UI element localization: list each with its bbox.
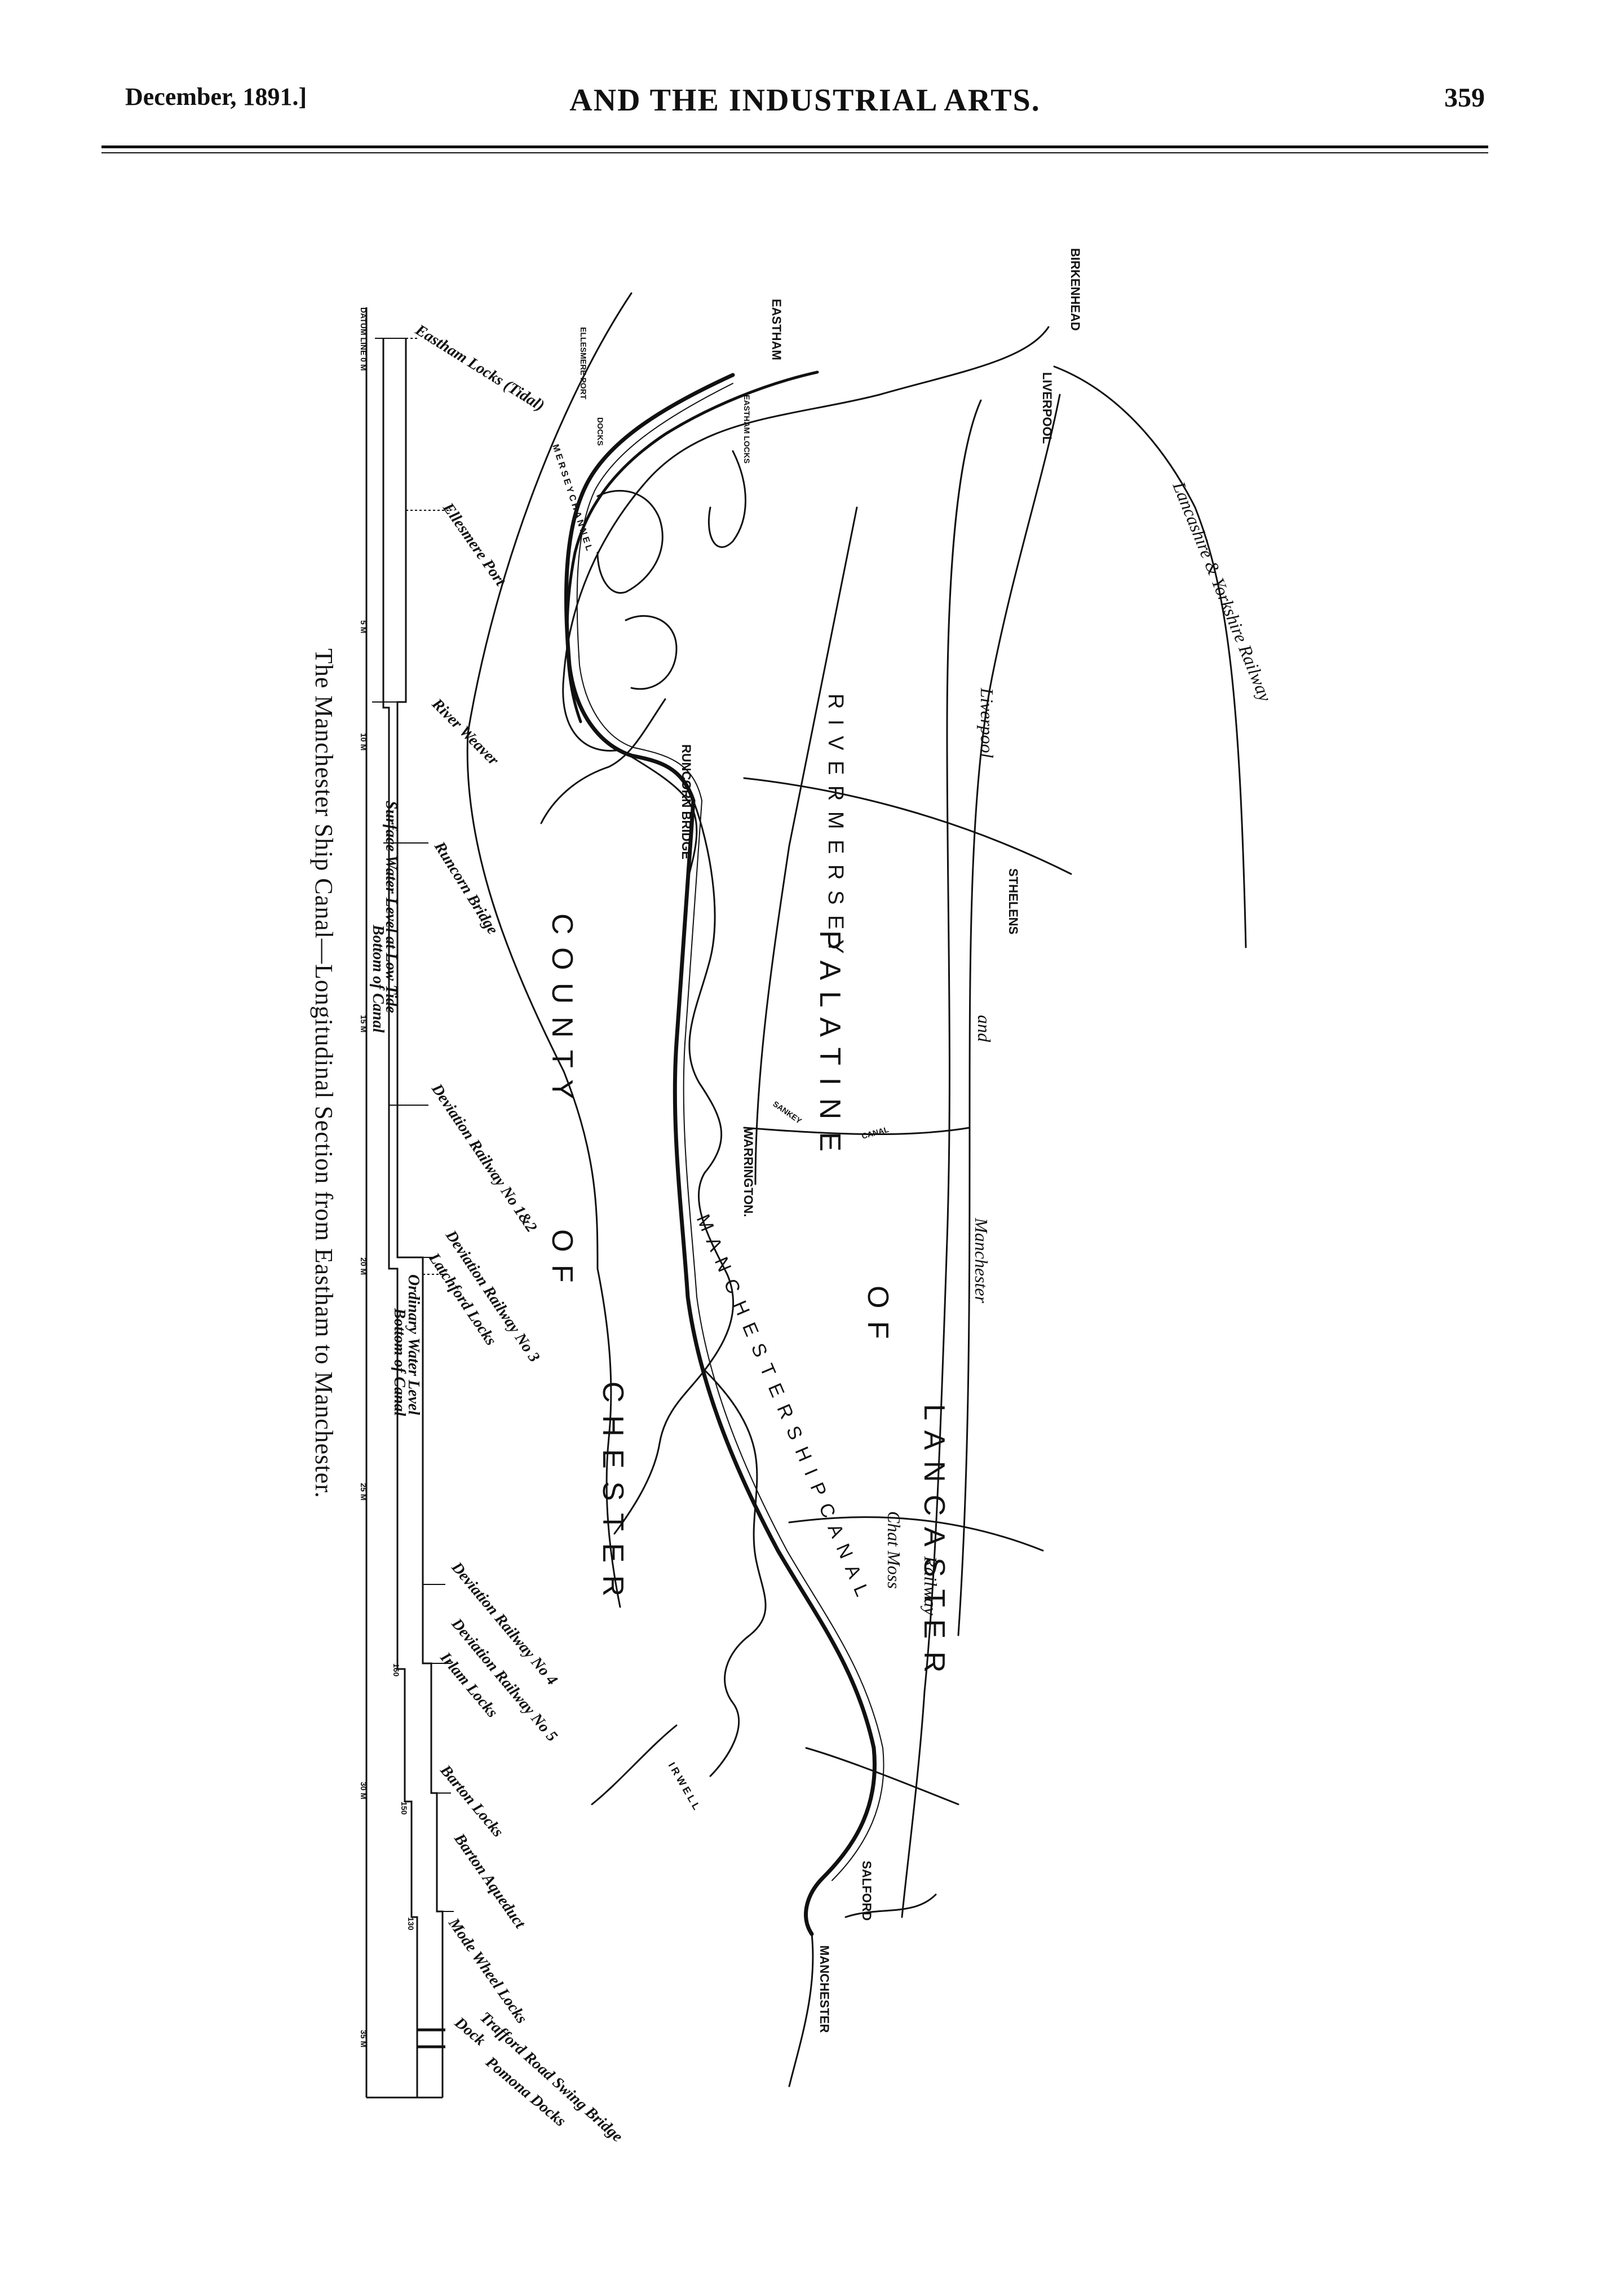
- mile-label: 5 M: [359, 620, 368, 633]
- left-boundary-line: [466, 292, 632, 1270]
- railway-chat-moss: Chat Moss: [884, 1511, 904, 1589]
- label-deviation-1-2: Deviation Railway No 1&2: [428, 1080, 541, 1235]
- label-ellesmere-port: Ellesmere Port: [439, 499, 510, 589]
- railway-word-railway: Railway: [921, 1556, 941, 1616]
- region-lancaster: L A N C A S T E R: [918, 1404, 950, 1675]
- railway-line: [805, 1747, 959, 1805]
- label-runcorn-bridge: Runcorn Bridge: [431, 838, 502, 937]
- place-eastham: EASTHAM: [769, 299, 784, 360]
- railway-line: [743, 777, 1072, 875]
- railway-word-manchester: Manchester: [971, 1217, 992, 1304]
- estuary-creek: [540, 698, 666, 824]
- river-mersey-upper: [613, 800, 735, 1535]
- label-bottom-canal-2: Bottom of Canal: [391, 1308, 408, 1416]
- region-palatine: P A L A T I N E: [813, 930, 846, 1154]
- label-barton-aqueduct: Barton Aqueduct: [450, 1830, 529, 1932]
- place-manchester: MANCHESTER: [817, 1945, 831, 2033]
- river-branch: [844, 1893, 937, 1918]
- header-rule-thin: [101, 152, 1488, 153]
- mersey-sandbank: [596, 489, 664, 594]
- railway-line: [788, 1516, 1044, 1552]
- mile-label: 25 M: [359, 1483, 368, 1500]
- region-river-mersey: R I V E R M E R S E Y: [824, 694, 847, 956]
- river-branch: [591, 1724, 678, 1805]
- mile-label: 30 M: [359, 1782, 368, 1799]
- level-label: 160: [392, 1663, 401, 1677]
- place-ellesmere-port: ELLESMERE PORT: [579, 327, 588, 400]
- label-eastham-locks: Eastham Locks (Tidal): [412, 321, 547, 414]
- page-number: 359: [1444, 83, 1485, 113]
- label-ordinary-water: Ordinary Water Level: [405, 1274, 422, 1415]
- railway-lancs-yorks: Lancashire & Yorkshire Railway: [1169, 478, 1276, 705]
- region-of-chester: O F: [546, 1229, 578, 1285]
- railway-word-liverpool: Liverpool: [977, 687, 997, 758]
- place-warrington: WARRINGTON.: [741, 1128, 755, 1217]
- place-salford: SALFORD: [860, 1861, 874, 1920]
- figure-caption: The Manchester Ship Canal—Longitudinal S…: [310, 648, 338, 1498]
- place-birkenhead: BIRKENHEAD: [1068, 248, 1082, 331]
- header-rule-thick: [101, 145, 1488, 148]
- liverpool-manchester-railway: [901, 399, 982, 1918]
- mersey-sandbank: [707, 450, 746, 548]
- place-eastham-locks: EASTHAM LOCKS: [742, 395, 751, 463]
- section-water-level: [396, 338, 444, 2098]
- place-canal: CANAL: [861, 1125, 890, 1141]
- railway-word-and: and: [974, 1015, 994, 1043]
- longitudinal-section: [365, 307, 454, 2099]
- region-of-lancaster: O F: [861, 1286, 894, 1341]
- place-liverpool: LIVERPOOL: [1040, 372, 1054, 444]
- river-irwell: [704, 1369, 767, 1777]
- sankey-canal: [743, 1127, 971, 1136]
- mile-label: 10 M: [359, 733, 368, 750]
- label-river-weaver: River Weaver: [428, 695, 502, 769]
- section-canal-bottom: [382, 338, 418, 2098]
- region-chester: C H E S T E R: [596, 1381, 629, 1599]
- lancs-yorks-railway: [1053, 365, 1247, 948]
- map-labels: BIRKENHEAD LIVERPOOL EASTHAM EASTHAM LOC…: [546, 248, 1276, 2033]
- section-mile-labels: DATUM LINE 0 M 5 M 10 M 15 M 20 M 25 M 3…: [359, 307, 415, 2047]
- running-header-title: AND THE INDUSTRIAL ARTS.: [569, 83, 1041, 118]
- mile-label: 15 M: [359, 1015, 368, 1032]
- ship-canal-inner-edge: [576, 383, 884, 1881]
- place-runcorn-bridge: RUNCORN BRIDGE: [679, 744, 693, 859]
- level-label: 130: [406, 1917, 415, 1931]
- railway-line: [957, 394, 1061, 1636]
- label-surface-water: Surface Water Level at Low Tide: [382, 801, 400, 1013]
- mile-label: 20 M: [359, 1257, 368, 1275]
- label-barton-locks: Barton Locks: [436, 1761, 507, 1841]
- river-irwell-label: I R W E L L: [666, 1760, 702, 1812]
- running-header-date: December, 1891.]: [125, 83, 307, 111]
- mersey-sandbank: [625, 615, 678, 690]
- mersey-north-shore: [562, 326, 1050, 752]
- place-sthelens: STHELENS: [1006, 868, 1020, 934]
- region-county: C O U N T Y: [546, 913, 578, 1101]
- river-irwell-lower: [788, 1933, 814, 2087]
- map-linework: [466, 292, 1247, 2087]
- section-annotations: Eastham Locks (Tidal) Ellesmere Port Riv…: [369, 321, 626, 2145]
- ship-canal-route: [564, 373, 877, 1936]
- mile-label: 35 M: [359, 2030, 368, 2047]
- label-bottom-canal-1: Bottom of Canal: [369, 924, 387, 1033]
- river-bollin: [596, 1268, 621, 1608]
- railway-line: [754, 506, 858, 1185]
- mile-label: DATUM LINE 0 M: [359, 307, 368, 371]
- place-sankey: SANKEY: [771, 1099, 804, 1125]
- estuary-creek: [619, 749, 698, 881]
- level-label: 150: [400, 1802, 409, 1815]
- place-docks: DOCKS: [596, 417, 605, 446]
